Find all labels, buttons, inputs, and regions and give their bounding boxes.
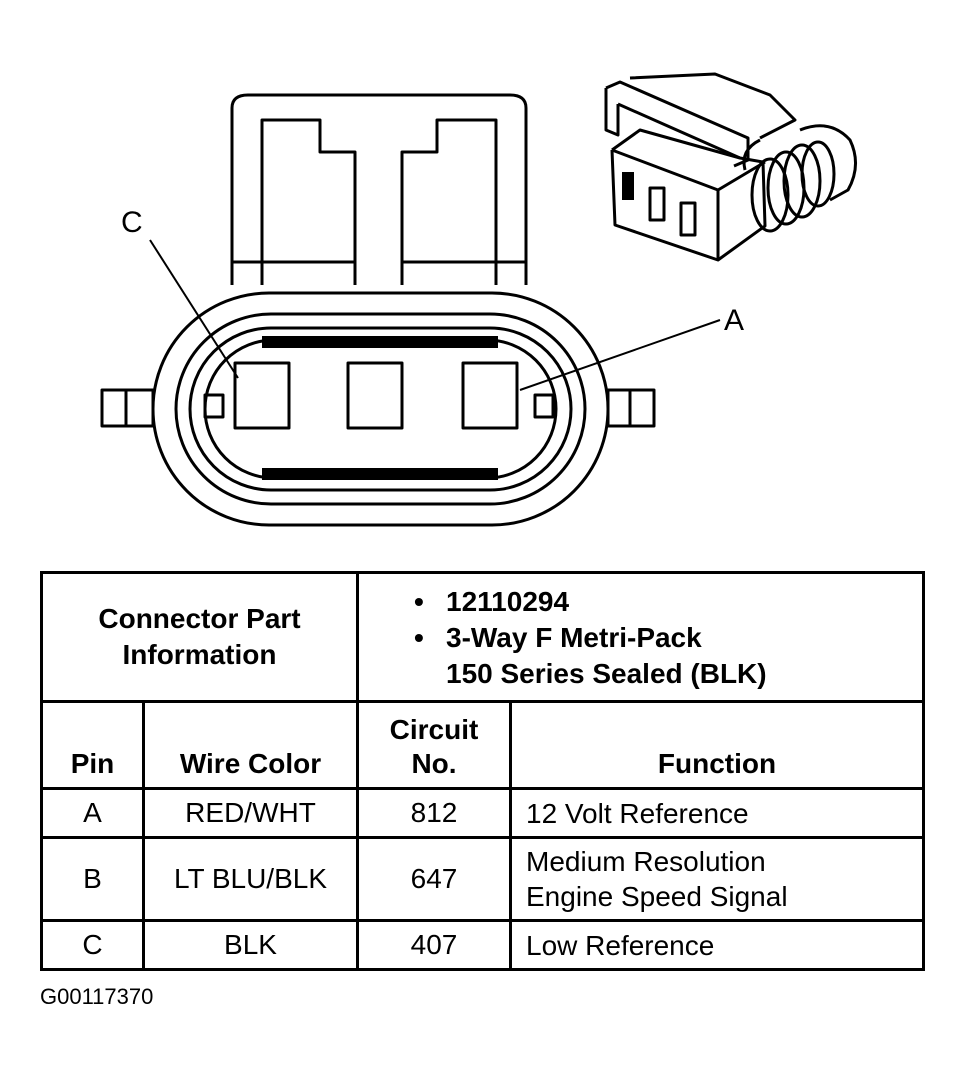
table-row: A RED/WHT 812 12 Volt Reference [40, 787, 925, 839]
part-info-details: • 12110294 • 3-Way F Metri-Pack 150 Seri… [356, 571, 925, 703]
header-wire-color: Wire Color [142, 700, 359, 790]
cell-wire-color: BLK [142, 919, 359, 971]
part-info-label-line1: Connector Part [98, 603, 301, 634]
cell-wire-color: LT BLU/BLK [142, 836, 359, 922]
cell-circuit: 647 [356, 836, 512, 922]
cell-pin: A [40, 787, 145, 839]
part-info-row: Connector Part Information • 12110294 • … [40, 571, 925, 703]
cell-circuit: 812 [356, 787, 512, 839]
header-function: Function [509, 700, 925, 790]
terminal-cavity-a [461, 361, 519, 430]
bullet: • [414, 586, 424, 617]
leader-line-c [149, 239, 239, 379]
table-row: B LT BLU/BLK 647 Medium Resolution Engin… [40, 836, 925, 922]
header-circuit-line2: No. [411, 748, 457, 779]
bullet: • [414, 622, 424, 653]
header-circuit-no: Circuit No. [356, 700, 512, 790]
cell-pin: C [40, 919, 145, 971]
function-line1: Medium Resolution [526, 846, 766, 877]
lock-tab-inner [260, 118, 498, 285]
cell-function: 12 Volt Reference [509, 787, 925, 839]
header-circuit-line1: Circuit [389, 714, 479, 745]
cell-function: Medium Resolution Engine Speed Signal [509, 836, 925, 922]
connector-seal-ring [174, 312, 587, 506]
pin-label-c: C [121, 206, 143, 239]
table-row: C BLK 407 Low Reference [40, 919, 925, 971]
part-description-line2: 150 Series Sealed (BLK) [446, 658, 767, 689]
leader-line-a [519, 319, 721, 391]
terminal-cavity-c [233, 361, 291, 430]
part-description-line1: 3-Way F Metri-Pack [446, 622, 702, 653]
connector-lock-tab [230, 93, 528, 285]
pin-label-a: A [724, 304, 744, 337]
connector-face-diagram: C A [100, 72, 857, 527]
cell-function: Low Reference [509, 919, 925, 971]
part-description-item: • 3-Way F Metri-Pack 150 Series Sealed (… [414, 620, 922, 692]
part-info-label: Connector Part Information [40, 571, 359, 703]
cell-circuit: 407 [356, 919, 512, 971]
figure-code: G00117370 [40, 984, 154, 1009]
function-line1: Low Reference [526, 929, 715, 961]
connector-isometric-view [604, 72, 857, 262]
connector-info-table: Connector Part Information • 12110294 • … [40, 571, 925, 971]
part-info-label-line2: Information [122, 639, 277, 670]
part-number-item: • 12110294 [414, 584, 922, 620]
function-line2: Engine Speed Signal [526, 881, 788, 912]
terminal-cavity-b [346, 361, 404, 430]
cell-wire-color: RED/WHT [142, 787, 359, 839]
function-line1: 12 Volt Reference [526, 797, 749, 829]
column-header-row: Pin Wire Color Circuit No. Function [40, 700, 925, 790]
cell-pin: B [40, 836, 145, 922]
header-pin: Pin [40, 700, 145, 790]
part-number: 12110294 [446, 586, 570, 617]
